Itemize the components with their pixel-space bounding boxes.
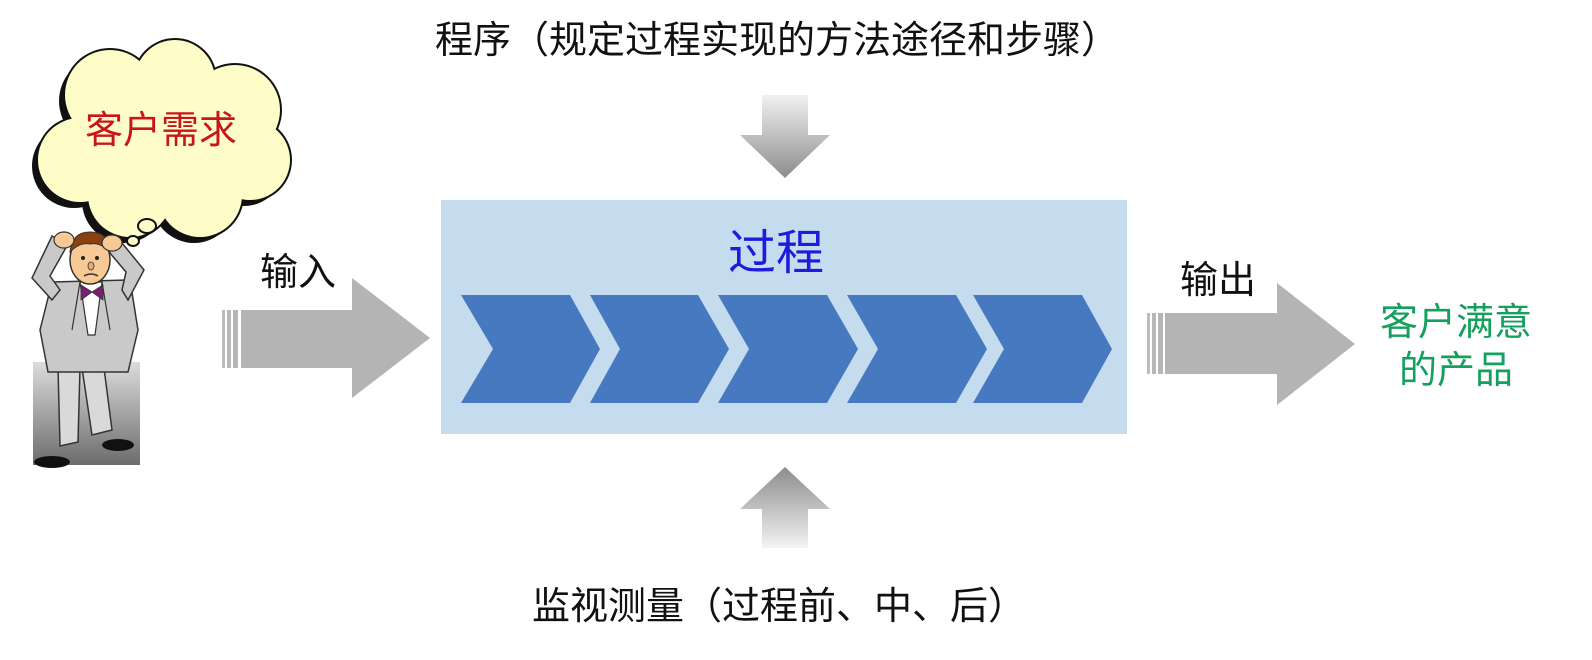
thought-bubble-large bbox=[138, 219, 156, 233]
left-shoe bbox=[34, 456, 70, 468]
output-label: 输出 bbox=[1158, 258, 1278, 302]
process-chevrons bbox=[461, 295, 1112, 403]
thought-bubble-small bbox=[127, 236, 139, 246]
left-leg bbox=[58, 368, 80, 446]
right-hand bbox=[102, 235, 122, 251]
result-label: 客户满意 的产品 bbox=[1356, 298, 1556, 394]
input-label: 输入 bbox=[238, 250, 358, 294]
customer-need-label: 客户需求 bbox=[61, 108, 261, 152]
monitor-label: 监视测量（过程前、中、后） bbox=[379, 584, 1179, 628]
monitor-up-arrow bbox=[740, 467, 830, 548]
input-arrow bbox=[222, 278, 430, 398]
worried-customer-illustration bbox=[32, 232, 144, 468]
process-title: 过程 bbox=[676, 225, 876, 281]
result-line: 的产品 bbox=[1356, 346, 1556, 394]
procedure-down-arrow bbox=[740, 95, 830, 178]
left-hand bbox=[54, 232, 74, 248]
right-shoe bbox=[102, 439, 134, 451]
result-line: 客户满意 bbox=[1356, 298, 1556, 346]
procedure-label: 程序（规定过程实现的方法途径和步骤） bbox=[377, 18, 1177, 62]
